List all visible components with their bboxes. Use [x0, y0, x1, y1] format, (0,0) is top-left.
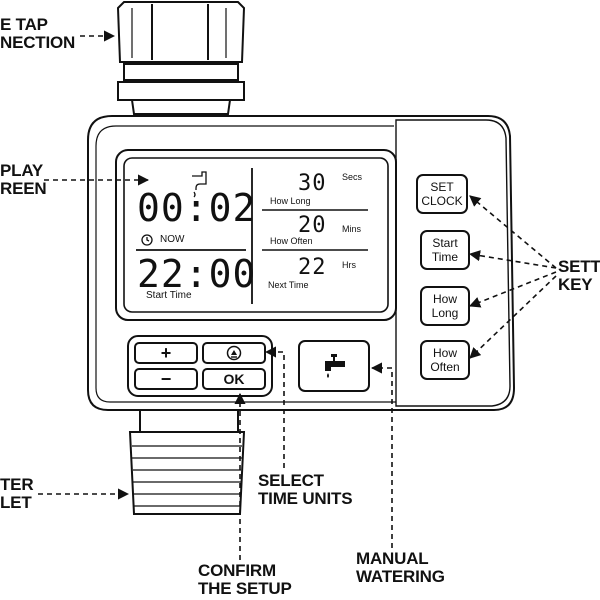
- lcd-how-often-label: How Often: [270, 236, 313, 246]
- lcd-how-long-value: 30: [298, 171, 327, 196]
- lcd-how-often-unit: Mins: [342, 224, 362, 234]
- select-units-button[interactable]: [202, 342, 266, 364]
- lcd-next-time-value: 22: [298, 255, 327, 280]
- faucet-icon: [325, 354, 345, 378]
- tap-icon: [192, 171, 207, 198]
- lcd-now-time: 00:02: [137, 186, 257, 230]
- lcd-how-often-value: 20: [298, 213, 327, 238]
- tap-connector: [116, 1, 246, 115]
- water-outlet: [128, 409, 246, 515]
- lcd-how-long-label: How Long: [270, 196, 311, 206]
- lcd-start-label: Start Time: [146, 290, 192, 301]
- lcd-now-label: NOW: [160, 234, 185, 245]
- plus-button[interactable]: +: [134, 342, 198, 364]
- ok-button[interactable]: OK: [202, 368, 266, 390]
- lcd-next-time-unit: Hrs: [342, 260, 356, 270]
- lcd-screen: [115, 149, 397, 321]
- lcd-next-time-label: Next Time: [268, 280, 309, 290]
- manual-watering-button[interactable]: [298, 340, 370, 392]
- lcd-start-time: 22:00: [137, 252, 257, 296]
- clock-icon: [141, 234, 153, 246]
- leader-lines: [38, 30, 557, 560]
- minus-button[interactable]: −: [134, 368, 198, 390]
- control-pad-frame: [127, 335, 273, 397]
- select-units-icon: [226, 345, 242, 361]
- lcd-how-long-unit: Secs: [342, 172, 363, 182]
